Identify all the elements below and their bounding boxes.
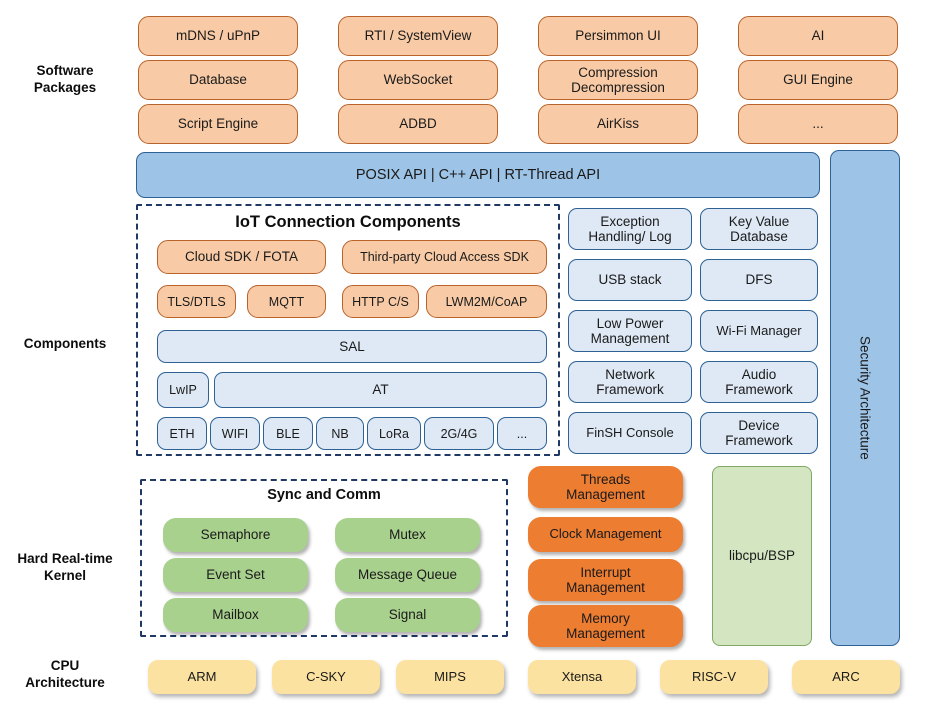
kernel-mailbox[interactable]: Mailbox [163, 598, 308, 632]
component-audio-line1: Audio [741, 366, 777, 382]
package-rti-systemview[interactable]: RTI / SystemView [338, 16, 498, 56]
package-ai[interactable]: AI [738, 16, 898, 56]
component-key-value-database[interactable]: Key Value Database [700, 208, 818, 250]
package-mdns-upnp[interactable]: mDNS / uPnP [138, 16, 298, 56]
package-compression-decompression[interactable]: Compression Decompression [538, 60, 698, 100]
sync-and-comm-group [140, 479, 508, 637]
security-architecture-label: Security Architecture [857, 336, 873, 460]
package-more[interactable]: ... [738, 104, 898, 144]
kernel-interrupt-management[interactable]: Interrupt Management [528, 559, 683, 601]
iot-http-cs[interactable]: HTTP C/S [342, 285, 419, 318]
kernel-memory-line2: Management [566, 626, 645, 641]
component-low-power-line1: Low Power [596, 315, 664, 331]
cpu-arm[interactable]: ARM [148, 660, 256, 694]
row-label-kernel-line2: Kernel [43, 567, 87, 583]
iot-link-more[interactable]: ... [497, 417, 547, 450]
component-device-line1: Device [738, 417, 780, 433]
row-label-cpu-architecture: CPU Architecture [0, 658, 130, 692]
iot-link-wifi[interactable]: WIFI [210, 417, 260, 450]
libcpu-bsp[interactable]: libcpu/BSP [712, 466, 812, 646]
kernel-semaphore[interactable]: Semaphore [163, 518, 308, 552]
package-compression-line1: Compression [578, 64, 658, 80]
component-kvdb-line2: Database [730, 229, 788, 244]
kernel-threads-management[interactable]: Threads Management [528, 466, 683, 508]
iot-tls-dtls[interactable]: TLS/DTLS [157, 285, 236, 318]
kernel-signal[interactable]: Signal [335, 598, 480, 632]
package-persimmon-ui[interactable]: Persimmon UI [538, 16, 698, 56]
component-device-line2: Framework [725, 433, 793, 448]
package-websocket[interactable]: WebSocket [338, 60, 498, 100]
component-dfs[interactable]: DFS [700, 259, 818, 301]
component-network-line2: Framework [596, 382, 664, 397]
cpu-arc[interactable]: ARC [792, 660, 900, 694]
iot-sal[interactable]: SAL [157, 330, 547, 363]
component-wifi-manager[interactable]: Wi-Fi Manager [700, 310, 818, 352]
package-gui-engine[interactable]: GUI Engine [738, 60, 898, 100]
api-bar[interactable]: POSIX API | C++ API | RT-Thread API [136, 152, 820, 198]
kernel-memory-line1: Memory [581, 610, 630, 626]
component-exception-line2: Handling/ Log [588, 229, 672, 244]
iot-mqtt[interactable]: MQTT [247, 285, 326, 318]
component-audio-line2: Framework [725, 382, 793, 397]
package-airkiss[interactable]: AirKiss [538, 104, 698, 144]
cpu-c-sky[interactable]: C-SKY [272, 660, 380, 694]
iot-third-party-cloud-access-sdk[interactable]: Third-party Cloud Access SDK [342, 240, 547, 274]
iot-lwip[interactable]: LwIP [157, 372, 209, 408]
iot-link-eth[interactable]: ETH [157, 417, 207, 450]
iot-at[interactable]: AT [214, 372, 547, 408]
row-label-software-packages-line1: Software [36, 63, 94, 78]
kernel-threads-line2: Management [566, 487, 645, 502]
component-network-framework[interactable]: Network Framework [568, 361, 692, 403]
kernel-mutex[interactable]: Mutex [335, 518, 480, 552]
sync-and-comm-title: Sync and Comm [267, 487, 381, 503]
iot-link-nb[interactable]: NB [316, 417, 364, 450]
row-label-software-packages: Software Packages [0, 63, 130, 97]
iot-link-2g-4g[interactable]: 2G/4G [424, 417, 494, 450]
iot-link-ble[interactable]: BLE [263, 417, 313, 450]
component-kvdb-line1: Key Value [728, 213, 790, 229]
component-exception-handling-log[interactable]: Exception Handling/ Log [568, 208, 692, 250]
kernel-threads-line1: Threads [580, 471, 631, 487]
kernel-clock-management[interactable]: Clock Management [528, 517, 683, 552]
cpu-risc-v[interactable]: RISC-V [660, 660, 768, 694]
kernel-message-queue[interactable]: Message Queue [335, 558, 480, 592]
iot-cloud-sdk-fota[interactable]: Cloud SDK / FOTA [157, 240, 326, 274]
component-audio-framework[interactable]: Audio Framework [700, 361, 818, 403]
row-label-cpu-line2: Architecture [25, 674, 105, 690]
package-script-engine[interactable]: Script Engine [138, 104, 298, 144]
component-low-power-management[interactable]: Low Power Management [568, 310, 692, 352]
row-label-software-packages-line2: Packages [33, 79, 97, 95]
cpu-xtensa[interactable]: Xtensa [528, 660, 636, 694]
component-exception-line1: Exception [600, 213, 660, 229]
component-device-framework[interactable]: Device Framework [700, 412, 818, 454]
row-label-kernel-line1: Hard Real-time [17, 551, 113, 566]
component-usb-stack[interactable]: USB stack [568, 259, 692, 301]
package-compression-line2: Decompression [571, 80, 665, 95]
iot-lwm2m-coap[interactable]: LWM2M/CoAP [426, 285, 547, 318]
row-label-cpu-line1: CPU [50, 658, 80, 673]
iot-connection-components-title: IoT Connection Components [235, 213, 461, 231]
cpu-mips[interactable]: MIPS [396, 660, 504, 694]
kernel-interrupt-line1: Interrupt [580, 564, 631, 580]
component-low-power-line2: Management [590, 331, 670, 346]
row-label-components: Components [23, 336, 107, 351]
package-adbd[interactable]: ADBD [338, 104, 498, 144]
component-network-line1: Network [605, 366, 655, 382]
package-database[interactable]: Database [138, 60, 298, 100]
iot-connection-components-group [136, 204, 560, 456]
kernel-interrupt-line2: Management [566, 580, 645, 595]
kernel-event-set[interactable]: Event Set [163, 558, 308, 592]
component-finsh-console[interactable]: FinSH Console [568, 412, 692, 454]
kernel-memory-management[interactable]: Memory Management [528, 605, 683, 647]
security-architecture-bar[interactable]: Security Architecture [830, 150, 900, 646]
row-label-kernel: Hard Real-time Kernel [0, 551, 130, 585]
iot-link-lora[interactable]: LoRa [367, 417, 421, 450]
